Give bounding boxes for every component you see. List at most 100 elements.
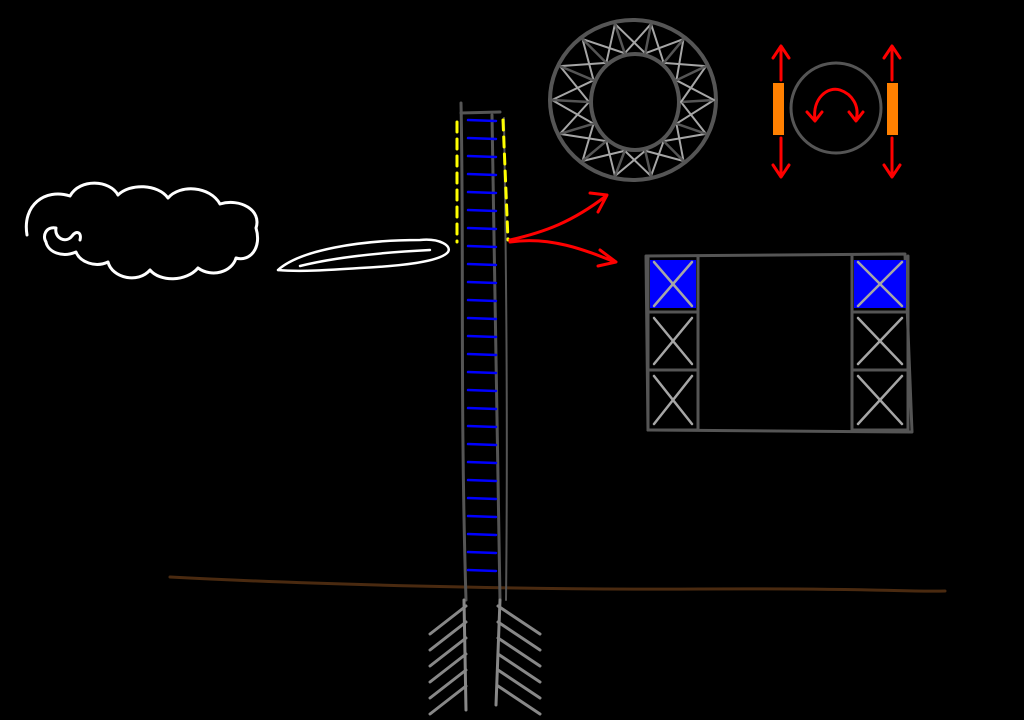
- root-left: [428, 684, 468, 716]
- frame-cross: [856, 374, 904, 426]
- root-stem-left: [462, 598, 468, 712]
- ring-cross: [680, 101, 707, 135]
- ring-inner: [589, 52, 681, 152]
- ring-spoke: [675, 64, 708, 82]
- foundation-anchors: [428, 598, 542, 716]
- root-left: [428, 636, 468, 668]
- ring-cross: [581, 122, 595, 162]
- frame-cross: [856, 260, 904, 308]
- ring-spoke: [662, 37, 685, 65]
- arrow-up-left-icon: [771, 44, 791, 82]
- ring-truss: [548, 18, 718, 182]
- ring-spoke: [550, 98, 591, 104]
- tower-rung: [466, 352, 498, 357]
- ring-spoke: [581, 37, 608, 65]
- ring-cross: [675, 122, 685, 162]
- ring-cross: [680, 65, 707, 103]
- ring-cross: [559, 61, 608, 68]
- tower-rung: [466, 496, 498, 501]
- root-left: [428, 668, 468, 700]
- tower-rung: [466, 298, 498, 303]
- lattice-tower: [455, 101, 510, 602]
- ring-spoke: [679, 98, 716, 104]
- frame-cross: [856, 316, 904, 366]
- tower-rung: [466, 424, 498, 429]
- root-stem-right: [494, 598, 502, 707]
- rotation-circle: [789, 61, 883, 155]
- ring-spoke: [558, 64, 595, 82]
- ring-cross: [675, 79, 715, 101]
- ring-spoke: [613, 149, 627, 178]
- ground-line: [168, 575, 947, 593]
- ring-cross: [662, 61, 707, 68]
- frame-truss: [644, 252, 914, 434]
- arrow-down-left-icon: [771, 136, 791, 179]
- arrow-upper: [508, 191, 609, 242]
- tower-rung: [466, 550, 498, 555]
- tower-rung: [466, 478, 498, 483]
- tower-rung: [466, 118, 498, 123]
- tower-rung: [466, 568, 498, 573]
- ring-spoke: [675, 122, 708, 136]
- tower-rung: [466, 532, 498, 537]
- ring-cross: [623, 149, 653, 178]
- tower-rung: [466, 442, 498, 447]
- root-right: [496, 620, 542, 652]
- tower-rung: [466, 226, 498, 231]
- tower-rung: [466, 280, 498, 285]
- tower-rung: [466, 244, 498, 249]
- sensor-pad-left: [773, 83, 784, 135]
- ring-spoke: [558, 122, 595, 136]
- ring-spoke: [643, 149, 653, 178]
- tower-rung: [466, 208, 498, 213]
- ring-cross: [581, 38, 595, 82]
- ring-cross: [675, 99, 715, 125]
- tower-rung: [466, 136, 498, 141]
- ring-cross: [650, 22, 665, 64]
- tower-right-rail: [490, 113, 502, 602]
- ring-spoke: [613, 22, 627, 55]
- ring-cross: [581, 149, 626, 162]
- tower-rung: [466, 334, 498, 339]
- tower-rung: [466, 172, 498, 177]
- frame-cross: [652, 316, 694, 366]
- ring-cross: [551, 79, 595, 101]
- arrow-lower: [508, 239, 618, 268]
- root-left: [428, 604, 468, 636]
- frame-cross: [652, 374, 694, 426]
- ring-cross: [551, 99, 595, 125]
- root-right: [496, 636, 542, 668]
- tower-rung: [466, 460, 498, 465]
- tower-top-cap: [459, 110, 502, 115]
- cloud-outline: [24, 181, 259, 281]
- rotation-diagram: [771, 44, 902, 179]
- rotate-arrow-icon: [805, 87, 865, 123]
- tower-marker-right: [501, 118, 510, 242]
- tower-rung: [466, 262, 498, 267]
- arrow-down-right-icon: [882, 136, 902, 179]
- ring-cross: [675, 38, 685, 82]
- tower-rung: [466, 406, 498, 411]
- tower-left-rail: [459, 101, 468, 602]
- ring-cross: [650, 140, 665, 178]
- root-right: [496, 604, 542, 636]
- ring-cross: [559, 101, 590, 135]
- tower-rung: [466, 388, 498, 393]
- root-left: [428, 620, 468, 652]
- wind-streak: [276, 238, 450, 273]
- sensor-pad-right: [887, 83, 898, 135]
- ring-cross: [662, 132, 707, 143]
- root-right: [496, 652, 542, 684]
- root-right: [496, 668, 542, 700]
- ring-cross: [581, 38, 626, 55]
- root-right: [496, 684, 542, 716]
- tower-rung: [466, 316, 498, 321]
- ring-cross: [605, 140, 616, 178]
- ring-cross: [605, 22, 616, 64]
- ring-cross: [559, 65, 590, 103]
- ring-cross: [613, 149, 647, 178]
- tower-rung: [466, 370, 498, 375]
- direction-arrows: [508, 191, 618, 268]
